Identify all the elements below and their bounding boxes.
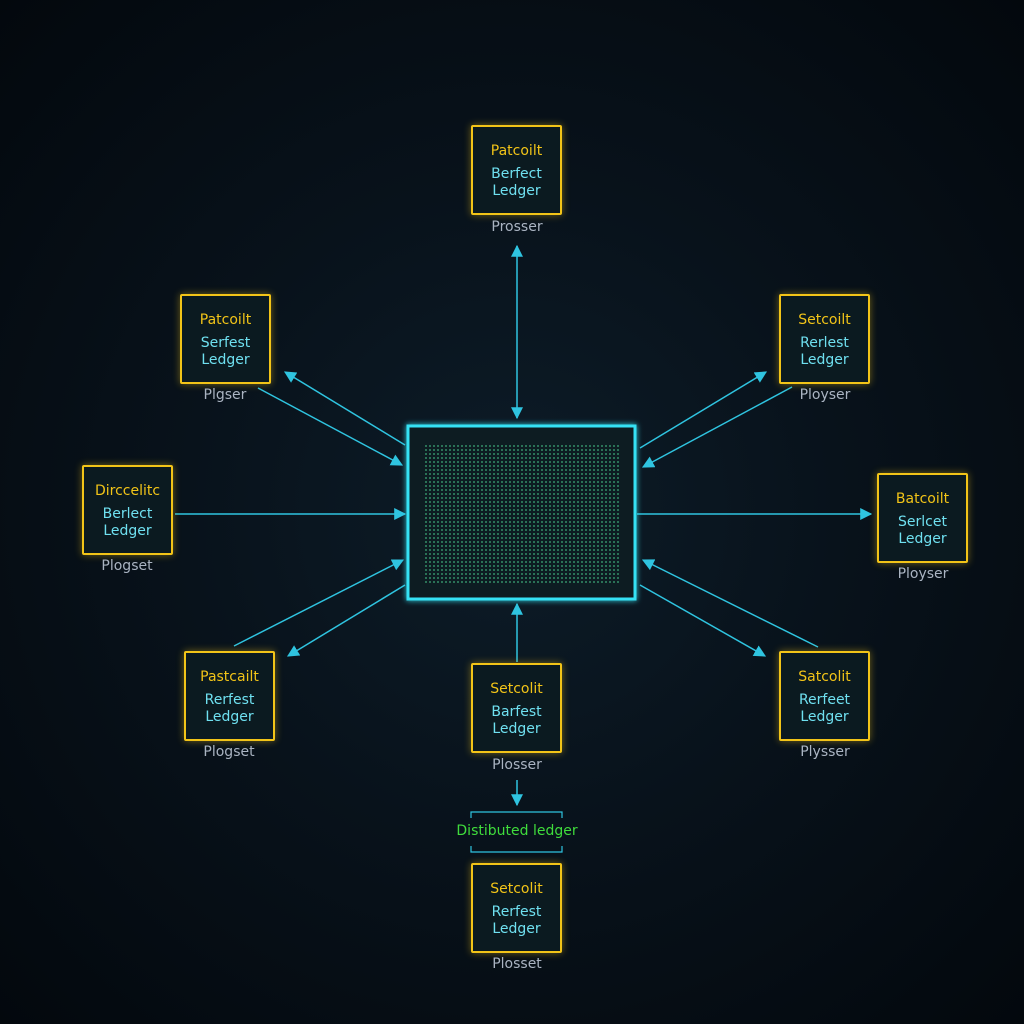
- node-title: Setcolit: [490, 681, 543, 697]
- node-subtitle: Serfest Ledger: [200, 335, 251, 368]
- node-caption: Plogset: [203, 744, 255, 760]
- node-caption: Ployser: [897, 566, 949, 582]
- node-subtitle: Berfect Ledger: [491, 166, 542, 199]
- distributed-ledger-label: Distibuted ledger: [456, 823, 578, 839]
- node-subtitle: Barfest Ledger: [491, 704, 542, 737]
- node-caption: Plogset: [101, 558, 153, 574]
- node-subtitle: Rerfeet Ledger: [798, 692, 851, 725]
- node-title: Setcoilt: [798, 312, 851, 328]
- node-title: Satcolit: [798, 669, 851, 685]
- node-caption: Plosset: [492, 956, 542, 972]
- node-subtitle: Rerlest Ledger: [800, 335, 849, 368]
- node-caption: Plysser: [800, 744, 850, 760]
- node-subtitle: Serlcet Ledger: [898, 514, 947, 547]
- node-title: Patcoilt: [199, 312, 252, 328]
- node-caption: Plosser: [492, 757, 542, 773]
- node-caption: Plgser: [203, 387, 247, 403]
- arrow-bottom-right-out: [639, 584, 767, 657]
- arrow-bottom-left-out: [286, 584, 406, 657]
- node-title: Patcoilt: [490, 143, 543, 159]
- node-title: Batcoilt: [895, 491, 950, 507]
- node-subtitle: Rerfest Ledger: [491, 904, 542, 937]
- node-subtitle: Berlect Ledger: [102, 506, 153, 539]
- ledger-bracket-top: [470, 811, 563, 818]
- node-caption: Ployser: [799, 387, 851, 403]
- node-title: Setcolit: [490, 881, 543, 897]
- node-title: Pastcailt: [200, 669, 259, 685]
- arrow-top-right-out: [639, 371, 768, 449]
- arrow-top-left-in: [257, 387, 404, 466]
- arrow-bottom-right-in: [641, 559, 819, 648]
- arrow-bottom-left-in: [233, 559, 405, 647]
- node-title: Dirccelitc: [94, 483, 161, 499]
- arrow-top-right-in: [641, 386, 793, 468]
- node-caption: Prosser: [491, 219, 543, 235]
- node-subtitle: Rerfest Ledger: [204, 692, 255, 725]
- central-ledger-dot-matrix: [423, 443, 620, 583]
- ledger-bracket-bottom: [470, 846, 563, 853]
- arrow-top-left-out: [283, 371, 406, 446]
